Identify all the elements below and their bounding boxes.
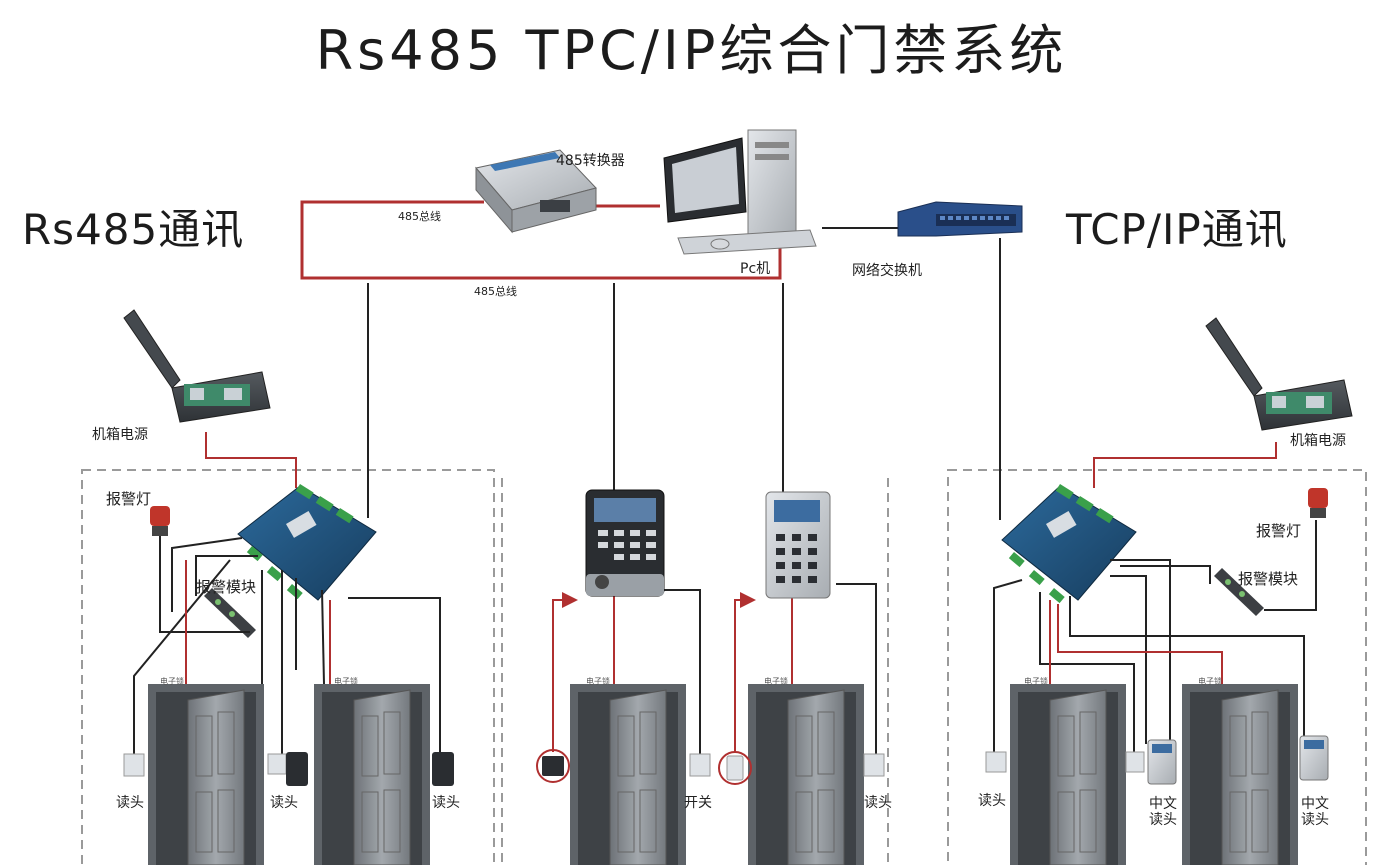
reader-box-3 <box>432 752 454 786</box>
right-lock-lines <box>1049 600 1223 690</box>
center-lock-lines <box>552 592 793 752</box>
right-power-box <box>1205 317 1353 431</box>
right-power-box-label: 机箱电源 <box>1290 433 1346 449</box>
door-5 <box>1010 684 1126 865</box>
chinese-reader-label-1: 中文读头 <box>1149 796 1177 828</box>
left-power-box-label: 机箱电源 <box>92 427 148 443</box>
exit-button-1 <box>267 753 287 775</box>
left-lock-lines <box>185 560 331 690</box>
lock-label-4: 电子锁 <box>764 677 788 686</box>
485-converter-device <box>475 149 597 234</box>
right-alarm-module-label: 报警模块 <box>1238 570 1299 588</box>
left-alarm-light-label: 报警灯 <box>106 490 152 508</box>
circled-reader-2 <box>718 751 752 785</box>
left-alarm-module <box>204 588 256 638</box>
door-4 <box>748 684 864 865</box>
lock-label-6: 电子锁 <box>1198 677 1222 686</box>
right-alarm-light <box>1308 488 1328 518</box>
pc-computer <box>663 129 817 255</box>
left-wiring <box>133 536 441 754</box>
reader-box-6 <box>1125 751 1145 773</box>
network-switch-device <box>897 201 1023 237</box>
left-controller-board <box>237 484 377 601</box>
reader-label-4: 读头 <box>864 795 892 811</box>
door-2 <box>314 684 430 865</box>
right-wiring <box>993 520 1317 752</box>
chinese-reader-2 <box>1299 735 1329 781</box>
left-alarm-light <box>150 506 170 536</box>
exit-switch-label: 开关 <box>684 795 712 811</box>
power-lines <box>205 432 1277 488</box>
switch-label: 网络交换机 <box>852 263 922 279</box>
pc-label: Pc机 <box>740 261 771 277</box>
door-1 <box>148 684 264 865</box>
lock-label-2: 电子锁 <box>334 677 358 686</box>
bus-drop-lines <box>367 227 1001 520</box>
lock-label-5: 电子锁 <box>1024 677 1048 686</box>
reader-label-5: 读头 <box>978 793 1006 809</box>
reader-box-4 <box>863 753 885 777</box>
rs485-section-title: Rs485通讯 <box>22 205 245 254</box>
reader-label-2: 读头 <box>270 795 298 811</box>
chinese-reader-1 <box>1147 739 1177 785</box>
reader-label-1: 读头 <box>116 795 144 811</box>
center-keypad-reader-2 <box>765 491 831 599</box>
page-title: Rs485 TPC/IP综合门禁系统 <box>315 19 1068 82</box>
reader-box-1 <box>123 753 145 777</box>
door-6 <box>1182 684 1298 865</box>
center-wiring <box>662 583 877 754</box>
door-3 <box>570 684 686 865</box>
tcpip-section-title: TCP/IP通讯 <box>1066 205 1288 254</box>
left-alarm-module-label: 报警模块 <box>196 578 257 596</box>
lock-label-1: 电子锁 <box>160 677 184 686</box>
right-alarm-module <box>1214 568 1264 616</box>
reader-box-2 <box>286 752 308 786</box>
bus-label-1: 485总线 <box>398 210 441 223</box>
lock-label-3: 电子锁 <box>586 677 610 686</box>
exit-switch-box <box>689 753 711 777</box>
right-dashed-enclosure <box>947 469 1367 865</box>
reader-box-5 <box>985 751 1007 773</box>
chinese-reader-label-2: 中文读头 <box>1301 796 1329 828</box>
right-controller-board <box>1001 484 1137 604</box>
right-alarm-light-label: 报警灯 <box>1256 522 1302 540</box>
circled-reader-1 <box>536 749 570 783</box>
center-keypad-reader-1 <box>585 489 665 597</box>
left-power-box <box>123 309 271 423</box>
reader-label-3: 读头 <box>432 795 460 811</box>
bus-label-2: 485总线 <box>474 285 517 298</box>
converter-label: 485转换器 <box>556 153 625 169</box>
